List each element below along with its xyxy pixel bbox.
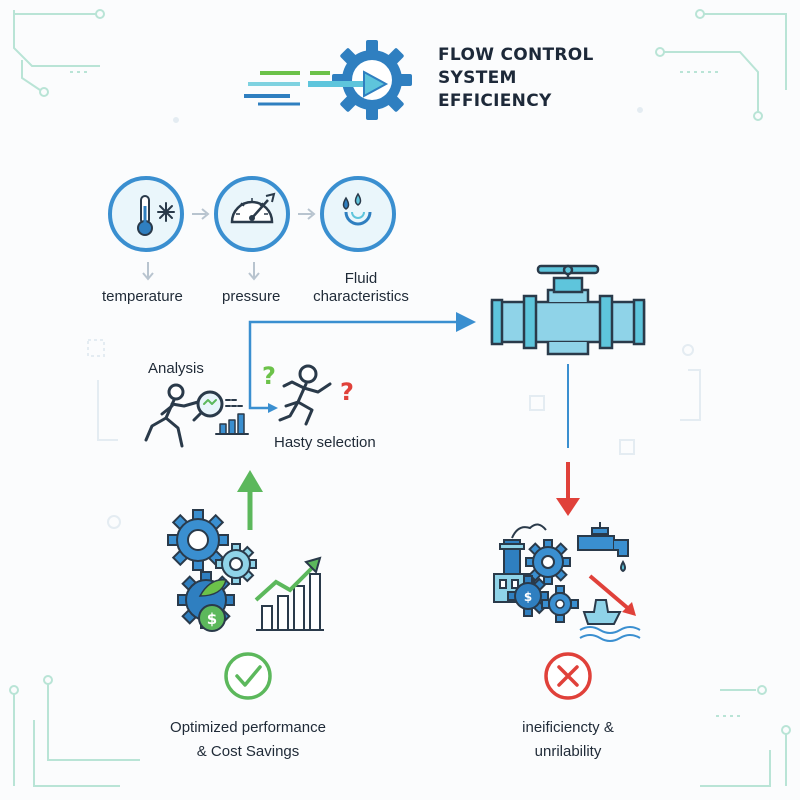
growth-bar-chart-icon xyxy=(254,556,324,631)
outcome-good-text: Optimized performance & Cost Savings xyxy=(148,716,348,764)
industrial-inefficiency-icon: $ xyxy=(493,522,641,642)
gear-arrow-logo-icon xyxy=(244,40,412,120)
running-person-question-icon: ? ? xyxy=(262,362,354,426)
title-line-1: FLOW CONTROL xyxy=(438,45,594,65)
svg-text:?: ? xyxy=(262,362,276,390)
outcome-good-line-2: & Cost Savings xyxy=(196,743,300,760)
hasty-selection-label: Hasty selection xyxy=(274,434,376,451)
svg-text:$: $ xyxy=(524,590,532,604)
fluid-drops-icon xyxy=(320,176,396,252)
thermometer-snowflake-icon xyxy=(108,176,184,252)
factor-label-fluid-line-1: Fluid xyxy=(344,270,378,287)
circuit-decoration-top-right xyxy=(655,9,787,121)
pressure-gauge-icon xyxy=(214,176,290,252)
outcome-bad-line-1: ineificiencty & xyxy=(522,719,614,736)
improvement-up-arrow xyxy=(237,470,263,530)
factor-flow-arrows xyxy=(142,208,316,281)
factor-label-fluid-line-2: characteristics xyxy=(313,288,409,305)
gears-cost-savings-icon: $ xyxy=(167,509,257,632)
circuit-decoration-bottom-left xyxy=(9,675,140,787)
outcome-bad-text: ineificiencty & unrilability xyxy=(478,716,658,764)
svg-text:?: ? xyxy=(340,378,354,406)
analysis-to-valve-arrow xyxy=(248,312,476,380)
analysis-to-hasty-arrow xyxy=(248,380,278,413)
factor-label-temperature: temperature xyxy=(102,288,183,305)
valve-down-arrow xyxy=(556,364,580,516)
circuit-decoration-bottom-right xyxy=(700,685,791,787)
title-line-3: EFFICIENCY xyxy=(438,91,552,111)
analyst-magnifier-icon xyxy=(144,383,249,448)
factor-label-pressure: pressure xyxy=(222,288,281,305)
check-circle-icon xyxy=(224,652,272,700)
circuit-decoration-top-left xyxy=(13,9,105,97)
x-circle-icon xyxy=(544,652,592,700)
factor-label-fluid: Fluid characteristics xyxy=(306,270,416,306)
analysis-label: Analysis xyxy=(148,360,204,377)
outcome-bad-line-2: unrilability xyxy=(534,743,602,760)
svg-text:$: $ xyxy=(207,610,217,628)
pipe-valve-icon xyxy=(490,264,646,356)
outcome-good-line-1: Optimized performance xyxy=(170,719,326,736)
faint-background-shapes xyxy=(87,107,701,529)
page-title: FLOW CONTROL SYSTEM EFFICIENCY xyxy=(438,44,594,113)
title-line-2: SYSTEM xyxy=(438,68,517,88)
